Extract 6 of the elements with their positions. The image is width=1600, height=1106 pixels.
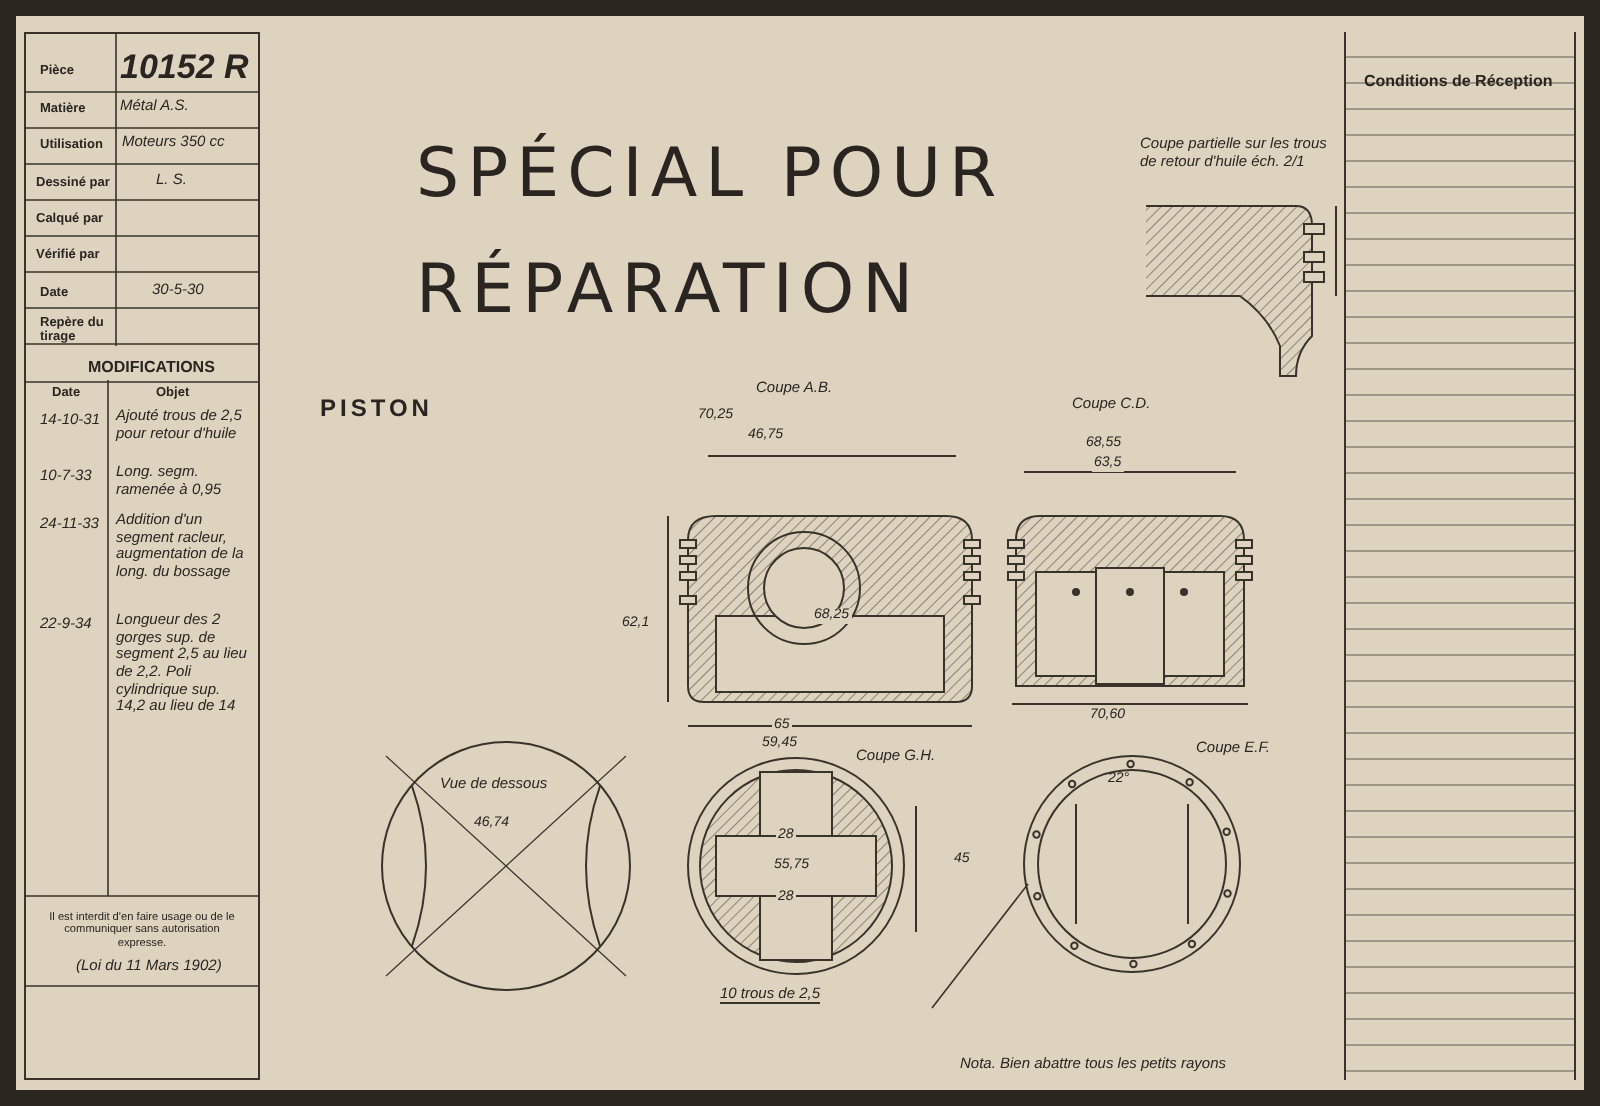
label: MODIFICATIONS — [88, 358, 215, 377]
title: SPÉCIAL POUR RÉPARATION — [416, 131, 1007, 334]
label: Conditions de Réception — [1364, 72, 1553, 91]
label: PISTON — [320, 396, 433, 424]
label: 10152 R — [120, 48, 249, 88]
leader-line — [931, 883, 1029, 1009]
